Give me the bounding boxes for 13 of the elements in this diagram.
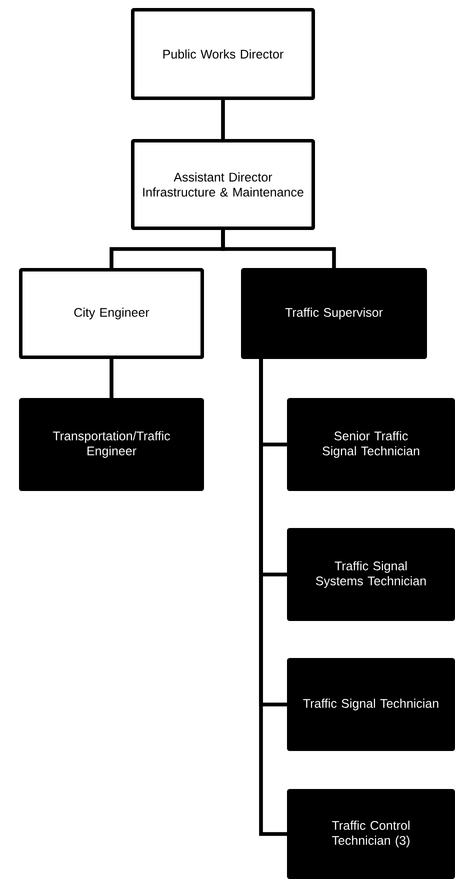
connector-line — [110, 359, 114, 398]
connector-line — [259, 359, 287, 836]
role-box: Traffic Signal Systems Technician — [287, 528, 455, 621]
role-box: Traffic Supervisor — [241, 268, 427, 359]
role-box: Traffic Signal Technician — [287, 658, 455, 751]
role-box: Traffic Control Technician (3) — [287, 789, 455, 879]
connector-line — [221, 230, 336, 268]
connector-line — [221, 100, 225, 140]
role-box: Assistant Director Infrastructure & Maintenance — [131, 139, 315, 230]
role-box: City Engineer — [19, 268, 204, 359]
role-box: Senior Traffic Signal Technician — [287, 398, 455, 491]
role-box: Transportation/Traffic Engineer — [19, 398, 204, 491]
role-box: Public Works Director — [131, 8, 315, 100]
